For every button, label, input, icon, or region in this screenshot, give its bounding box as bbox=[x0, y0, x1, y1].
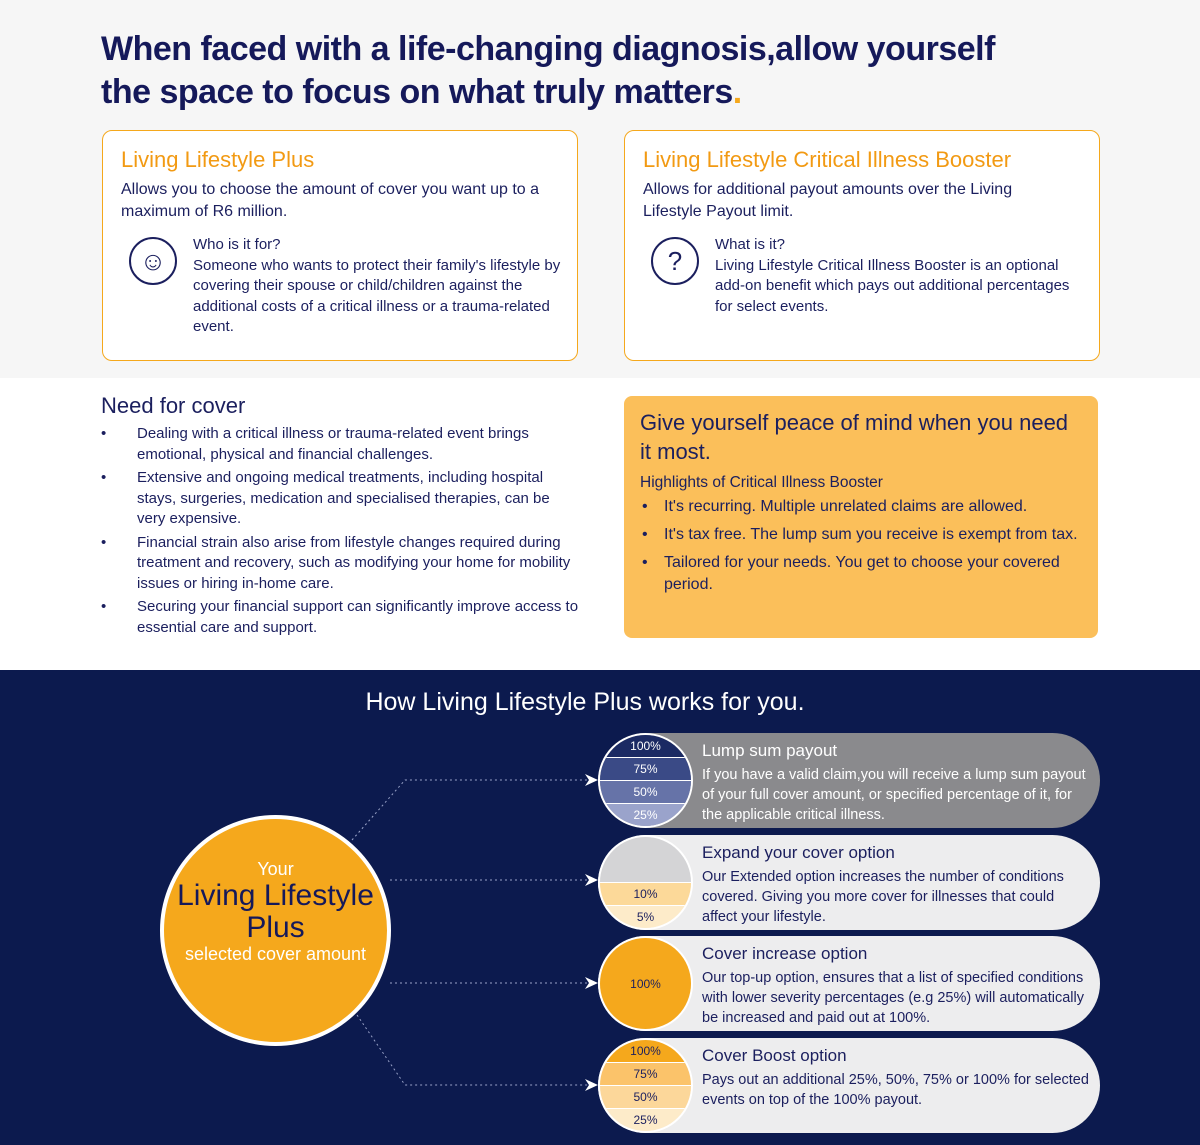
segment: 50% bbox=[600, 1086, 691, 1109]
percentage-circle: 100% bbox=[598, 936, 693, 1031]
list-item: Securing your financial support can sign… bbox=[101, 597, 581, 638]
card-heading: Living Lifestyle Plus bbox=[121, 147, 315, 172]
card-critical-illness-booster: Living Lifestyle Critical Illness Booste… bbox=[624, 130, 1100, 361]
segment: 50% bbox=[600, 781, 691, 804]
how-title: How Living Lifestyle Plus works for you. bbox=[365, 688, 805, 716]
question-icon: ? bbox=[651, 237, 699, 285]
segment: 10% bbox=[600, 882, 691, 906]
segment: 100% bbox=[600, 735, 691, 758]
list-item: Tailored for your needs. You get to choo… bbox=[640, 552, 1082, 596]
card-question: What is it? bbox=[715, 236, 786, 253]
peace-heading: Give yourself peace of mind when you nee… bbox=[640, 410, 1069, 464]
need-heading: Need for cover bbox=[101, 393, 246, 418]
need-list: Dealing with a critical illness or traum… bbox=[101, 424, 581, 641]
option-expand-cover: 10% 5% Expand your cover option Our Exte… bbox=[598, 835, 1100, 930]
percentage-circle: 100% 75% 50% 25% bbox=[598, 733, 693, 828]
center-line-2: Living Lifestyle Plus bbox=[177, 879, 374, 944]
center-line-3: selected cover amount bbox=[184, 944, 367, 964]
option-cover-increase: 100% Cover increase option Our top-up op… bbox=[598, 936, 1100, 1031]
center-cover-circle: Your Living Lifestyle Plus selected cove… bbox=[160, 815, 391, 1046]
option-title: Expand your cover option bbox=[702, 843, 895, 862]
card-question: Who is it for? bbox=[193, 236, 281, 253]
option-text: Our Extended option increases the number… bbox=[702, 869, 1064, 925]
card-sub: Allows you to choose the amount of cover… bbox=[121, 181, 540, 220]
option-text: Our top-up option, ensures that a list o… bbox=[702, 970, 1084, 1026]
segment: 100% bbox=[600, 938, 691, 1029]
list-item: It's recurring. Multiple unrelated claim… bbox=[640, 496, 1082, 518]
option-cover-boost: 100% 75% 50% 25% Cover Boost option Pays… bbox=[598, 1038, 1100, 1133]
segment: 75% bbox=[600, 758, 691, 781]
option-title: Cover increase option bbox=[702, 944, 868, 963]
option-title: Cover Boost option bbox=[702, 1046, 847, 1065]
list-item: Dealing with a critical illness or traum… bbox=[101, 424, 581, 465]
connector-lines bbox=[351, 774, 598, 1091]
hand-person-icon: ☺ bbox=[129, 237, 177, 285]
percentage-circle: 100% 75% 50% 25% bbox=[598, 1038, 693, 1133]
segment: 75% bbox=[600, 1063, 691, 1086]
option-text: If you have a valid claim,you will recei… bbox=[702, 767, 1086, 823]
card-living-lifestyle-plus: Living Lifestyle Plus Allows you to choo… bbox=[102, 130, 578, 361]
card-sub: Allows for additional payout amounts ove… bbox=[643, 181, 1013, 220]
page-title: When faced with a life-changing diagnosi… bbox=[101, 30, 995, 111]
peace-of-mind-box: Give yourself peace of mind when you nee… bbox=[624, 396, 1098, 638]
option-title: Lump sum payout bbox=[702, 741, 838, 760]
card-heading: Living Lifestyle Critical Illness Booste… bbox=[643, 147, 1012, 172]
highlights-label: Highlights of Critical Illness Booster bbox=[640, 474, 883, 491]
center-line-1: Your bbox=[257, 859, 294, 879]
segment: 100% bbox=[600, 1040, 691, 1063]
list-item: Extensive and ongoing medical treatments… bbox=[101, 468, 581, 530]
card-answer: Living Lifestyle Critical Illness Booste… bbox=[715, 256, 1070, 315]
list-item: It's tax free. The lump sum you receive … bbox=[640, 524, 1082, 546]
option-text: Pays out an additional 25%, 50%, 75% or … bbox=[702, 1072, 1089, 1108]
percentage-circle: 10% 5% bbox=[598, 835, 693, 930]
card-answer: Someone who wants to protect their famil… bbox=[193, 256, 561, 336]
option-lump-sum: 100% 75% 50% 25% Lump sum payout If you … bbox=[598, 733, 1100, 828]
list-item: Financial strain also arise from lifesty… bbox=[101, 533, 581, 595]
